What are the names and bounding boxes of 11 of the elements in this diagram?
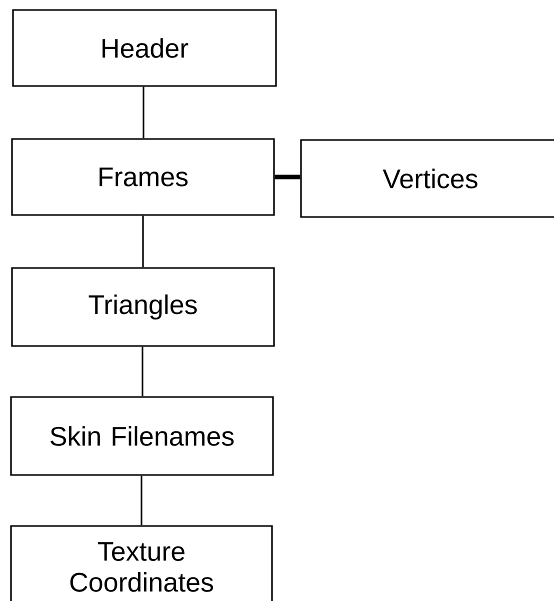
connector-line <box>142 346 144 396</box>
box: Triangles <box>11 267 275 347</box>
connector-line <box>274 174 300 180</box>
box: Frames <box>11 138 275 216</box>
box: Texture Coordinates <box>10 525 273 601</box>
connector-line <box>142 86 144 138</box>
box: Header <box>12 9 277 87</box>
box: Skin Filenames <box>10 396 274 476</box>
connector-line <box>142 216 144 268</box>
connector-line <box>140 476 142 526</box>
box: Vertices <box>300 139 554 218</box>
